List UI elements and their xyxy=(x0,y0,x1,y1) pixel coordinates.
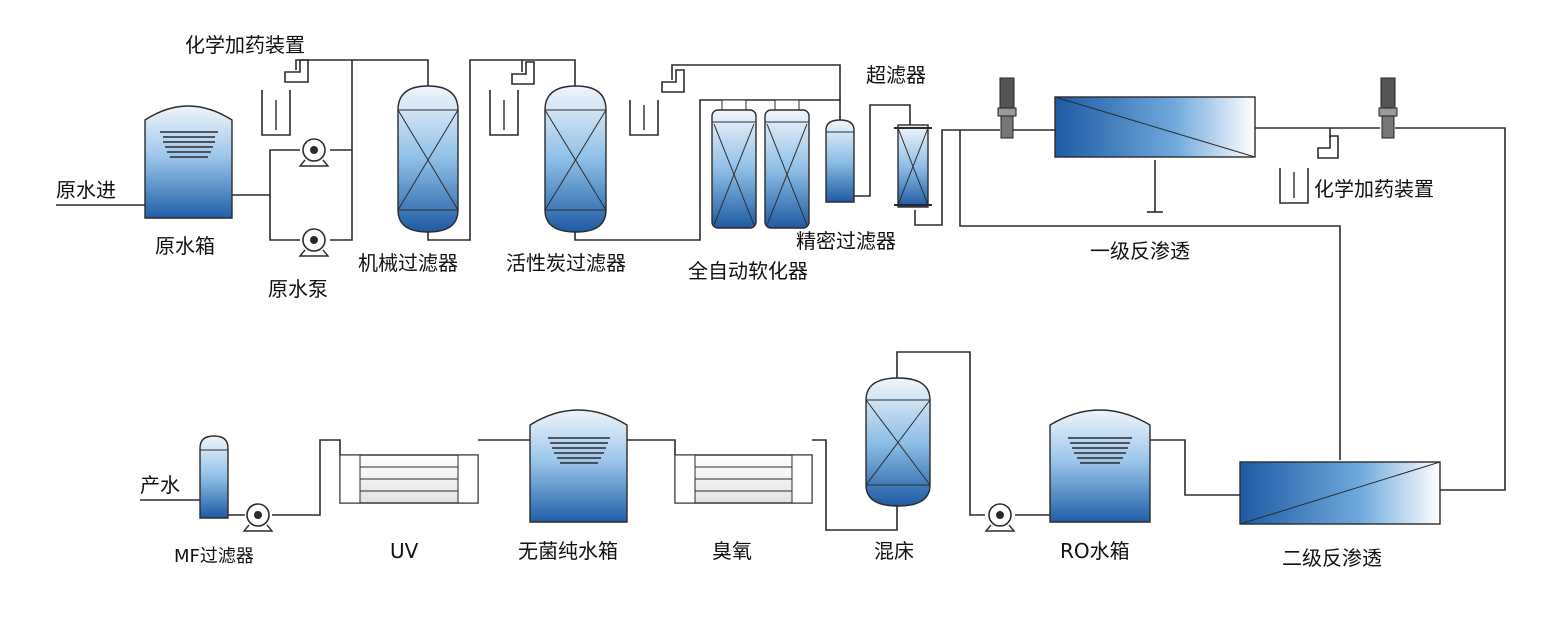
label-chemical-dosing-2: 化学加药装置 xyxy=(1314,177,1434,201)
label-product-water: 产水 xyxy=(140,473,180,497)
ultrafilter xyxy=(894,124,932,208)
pump-icon xyxy=(242,503,274,532)
chemical-dosing-icon xyxy=(261,59,309,136)
precision-filter xyxy=(825,119,855,203)
label-uv: UV xyxy=(390,539,419,563)
carbon-filter xyxy=(544,85,607,233)
label-raw-water-tank: 原水箱 xyxy=(155,234,215,258)
bottom-pipes xyxy=(140,351,1240,531)
chemical-dosing-icon xyxy=(629,69,685,136)
label-chemical-dosing-1: 化学加药装置 xyxy=(185,33,305,57)
ro-water-tank xyxy=(1049,409,1151,523)
ozone-unit xyxy=(674,454,813,504)
pump-icon xyxy=(984,503,1016,532)
mechanical-filter xyxy=(397,85,459,233)
label-second-ro: 二级反渗透 xyxy=(1282,546,1382,570)
softener-column xyxy=(764,99,810,229)
mf-filter xyxy=(199,435,229,519)
label-first-ro: 一级反渗透 xyxy=(1090,239,1190,263)
high-pressure-pump-icon xyxy=(997,77,1017,139)
label-sterile-tank: 无菌纯水箱 xyxy=(518,539,618,563)
label-ro-tank: RO水箱 xyxy=(1060,539,1130,563)
label-carbon-filter: 活性炭过滤器 xyxy=(506,251,626,275)
label-raw-water-pump: 原水泵 xyxy=(268,277,328,301)
chemical-dosing-icon xyxy=(489,61,535,136)
label-mechanical-filter: 机械过滤器 xyxy=(358,251,458,275)
label-softener: 全自动软化器 xyxy=(688,259,808,283)
label-precision-filter: 精密过滤器 xyxy=(796,229,896,253)
pump-icon xyxy=(298,138,330,167)
label-mf-filter: MF过滤器 xyxy=(174,546,254,567)
chemical-dosing-icon xyxy=(1279,135,1339,204)
label-ultrafilter: 超滤器 xyxy=(866,63,926,87)
top-pipes xyxy=(56,59,1506,491)
label-mixed-bed: 混床 xyxy=(874,539,914,563)
uv-unit xyxy=(339,454,479,504)
second-ro-membrane xyxy=(1239,461,1441,525)
label-ozone: 臭氧 xyxy=(712,539,752,563)
pump-icon xyxy=(298,228,330,257)
first-ro-membrane xyxy=(1054,96,1256,158)
label-raw-water-in: 原水进 xyxy=(56,178,116,202)
high-pressure-pump-icon xyxy=(1378,77,1398,139)
mixed-bed xyxy=(865,377,931,507)
softener-column xyxy=(711,99,757,229)
sterile-water-tank xyxy=(529,409,628,523)
raw-water-tank xyxy=(144,105,233,219)
